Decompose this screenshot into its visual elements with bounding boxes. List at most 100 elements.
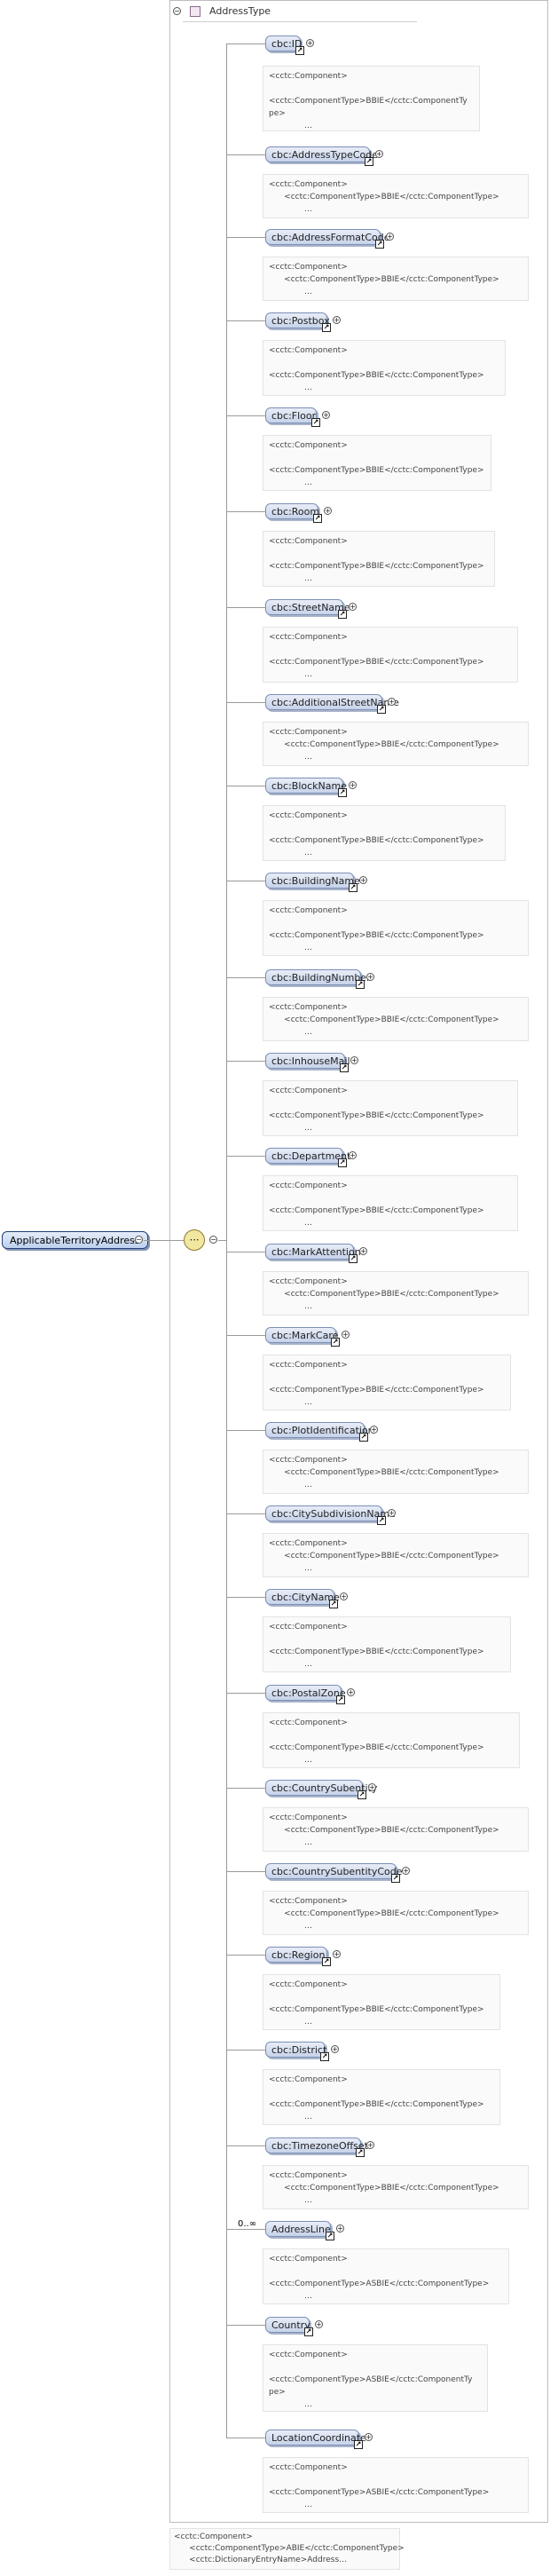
element-node[interactable]: cbc:StreetName: [265, 599, 350, 615]
element-node[interactable]: cbc:BlockName: [265, 778, 347, 794]
collapse-toggle-icon[interactable]: −: [173, 7, 181, 15]
element-node[interactable]: cbc:MarkAttention: [265, 1244, 361, 1260]
type-link-icon[interactable]: ↗: [377, 1516, 386, 1525]
type-link-icon[interactable]: ↗: [326, 2232, 334, 2240]
element-node[interactable]: cbc:CountrySubentity: [265, 1780, 377, 1796]
branch-connector: [226, 2229, 265, 2230]
type-link-icon[interactable]: ↗: [322, 1957, 331, 1966]
root-element[interactable]: ApplicableTerritoryAddress: [2, 1231, 148, 1249]
expand-icon[interactable]: +: [342, 1331, 350, 1339]
expand-icon[interactable]: +: [315, 2320, 323, 2328]
element-node[interactable]: Country: [265, 2317, 310, 2333]
type-link-icon[interactable]: ↗: [295, 46, 304, 55]
expand-icon[interactable]: +: [333, 316, 341, 324]
expand-icon[interactable]: +: [349, 1151, 357, 1159]
element-node[interactable]: cbc:PostalZone: [265, 1685, 346, 1701]
element-node[interactable]: cbc:District: [265, 2042, 326, 2058]
branch-connector: [226, 1597, 265, 1598]
type-link-icon[interactable]: ↗: [331, 1338, 340, 1347]
element-node[interactable]: cbc:MarkCare: [265, 1327, 338, 1343]
annotation-line: …: [304, 2196, 312, 2205]
expand-icon[interactable]: +: [386, 233, 394, 241]
annotation-line: <cctc:ComponentType>BBIE</cctc:Component…: [269, 1468, 499, 1477]
annotation-box: <cctc:Component> <cctc:ComponentType>BBI…: [263, 531, 495, 587]
type-link-icon[interactable]: ↗: [338, 788, 347, 797]
element-node[interactable]: cbc:Postbox: [265, 312, 330, 328]
element-node[interactable]: cbc:BuildingName: [265, 873, 360, 889]
annotation-line: <cctc:Component>: [174, 2533, 253, 2541]
element-node[interactable]: cbc:ID: [265, 36, 302, 51]
expand-icon[interactable]: +: [347, 1688, 355, 1696]
sequence-collapse-icon[interactable]: −: [209, 1236, 217, 1244]
expand-icon[interactable]: +: [366, 2141, 374, 2149]
element-node[interactable]: cbc:BuildingNumber: [265, 969, 371, 985]
expand-icon[interactable]: +: [333, 1950, 341, 1958]
expand-icon[interactable]: +: [368, 1783, 376, 1791]
element-node[interactable]: cbc:InhouseMail: [265, 1053, 350, 1069]
element-node[interactable]: cbc:CountrySubentityCode: [265, 1863, 403, 1879]
type-link-icon[interactable]: ↗: [313, 514, 322, 523]
type-link-icon[interactable]: ↗: [338, 1158, 347, 1167]
type-link-icon[interactable]: ↗: [311, 418, 320, 427]
annotation-line: <cctc:ComponentType>BBIE</cctc:Component…: [269, 97, 468, 106]
element-node[interactable]: cbc:AddressTypeCode: [265, 146, 378, 162]
type-link-icon[interactable]: ↗: [391, 1874, 400, 1883]
expand-icon[interactable]: +: [340, 1592, 348, 1600]
expand-icon[interactable]: +: [324, 507, 332, 515]
expand-icon[interactable]: +: [359, 876, 367, 884]
type-link-icon[interactable]: ↗: [338, 610, 347, 619]
type-link-icon[interactable]: ↗: [322, 323, 331, 332]
element-node[interactable]: LocationCoordinate: [265, 2430, 366, 2446]
type-link-icon[interactable]: ↗: [304, 2327, 313, 2336]
expand-icon[interactable]: +: [366, 973, 374, 981]
type-link-icon[interactable]: ↗: [320, 2052, 329, 2061]
expand-icon[interactable]: +: [349, 781, 357, 789]
type-link-icon[interactable]: ↗: [377, 705, 386, 714]
expand-icon[interactable]: +: [349, 603, 357, 611]
type-link-icon[interactable]: ↗: [354, 2440, 363, 2449]
expand-icon[interactable]: +: [365, 2433, 373, 2441]
annotation-line: …: [304, 1838, 312, 1847]
element-node[interactable]: cbc:CitySubdivisionName: [265, 1505, 396, 1521]
element-node[interactable]: AddressLine: [265, 2221, 331, 2237]
element-node[interactable]: cbc:AddressFormatCode: [265, 229, 390, 245]
expand-icon[interactable]: +: [331, 2045, 339, 2053]
expand-icon[interactable]: +: [336, 2224, 344, 2232]
expand-icon[interactable]: +: [370, 1426, 378, 1434]
element-node[interactable]: cbc:PlotIdentification: [265, 1422, 374, 1438]
type-link-icon[interactable]: ↗: [359, 1433, 368, 1442]
annotation-line: <cctc:Component>: [269, 728, 348, 737]
element-node[interactable]: cbc:Floor: [265, 407, 317, 423]
type-link-icon[interactable]: ↗: [356, 2148, 365, 2157]
sequence-compositor-icon[interactable]: ⋯: [184, 1229, 205, 1251]
element-node[interactable]: cbc:Region: [265, 1947, 327, 1963]
type-link-icon[interactable]: ↗: [340, 1063, 349, 1072]
expand-icon[interactable]: +: [306, 39, 314, 47]
annotation-line: …: [304, 1124, 312, 1133]
type-link-icon[interactable]: ↗: [336, 1695, 345, 1704]
element-node[interactable]: cbc:CityName: [265, 1589, 340, 1605]
element-node[interactable]: cbc:TimezoneOffset: [265, 2137, 368, 2153]
type-link-icon[interactable]: ↗: [349, 883, 358, 892]
element-node[interactable]: cbc:AdditionalStreetName: [265, 694, 399, 710]
type-link-icon[interactable]: ↗: [375, 240, 384, 249]
type-link-icon[interactable]: ↗: [349, 1254, 358, 1263]
expand-icon[interactable]: +: [322, 411, 330, 419]
annotation-box: <cctc:Component> <cctc:ComponentType>BBI…: [263, 900, 529, 956]
annotation-line: <cctc:Component>: [269, 1539, 348, 1548]
expand-icon[interactable]: +: [388, 698, 396, 706]
type-link-icon[interactable]: ↗: [329, 1600, 338, 1608]
annotation-line: …: [304, 205, 312, 214]
type-link-icon[interactable]: ↗: [356, 980, 365, 989]
root-collapse-icon[interactable]: −: [135, 1236, 143, 1244]
element-node[interactable]: cbc:Room: [265, 503, 319, 519]
branch-connector: [226, 1061, 265, 1062]
expand-icon[interactable]: +: [375, 150, 383, 158]
expand-icon[interactable]: +: [402, 1867, 410, 1875]
type-link-icon[interactable]: ↗: [358, 1790, 366, 1799]
expand-icon[interactable]: +: [388, 1509, 396, 1517]
element-node[interactable]: cbc:Department: [265, 1148, 350, 1164]
type-link-icon[interactable]: ↗: [365, 157, 373, 166]
expand-icon[interactable]: +: [359, 1247, 367, 1255]
expand-icon[interactable]: +: [350, 1056, 358, 1064]
